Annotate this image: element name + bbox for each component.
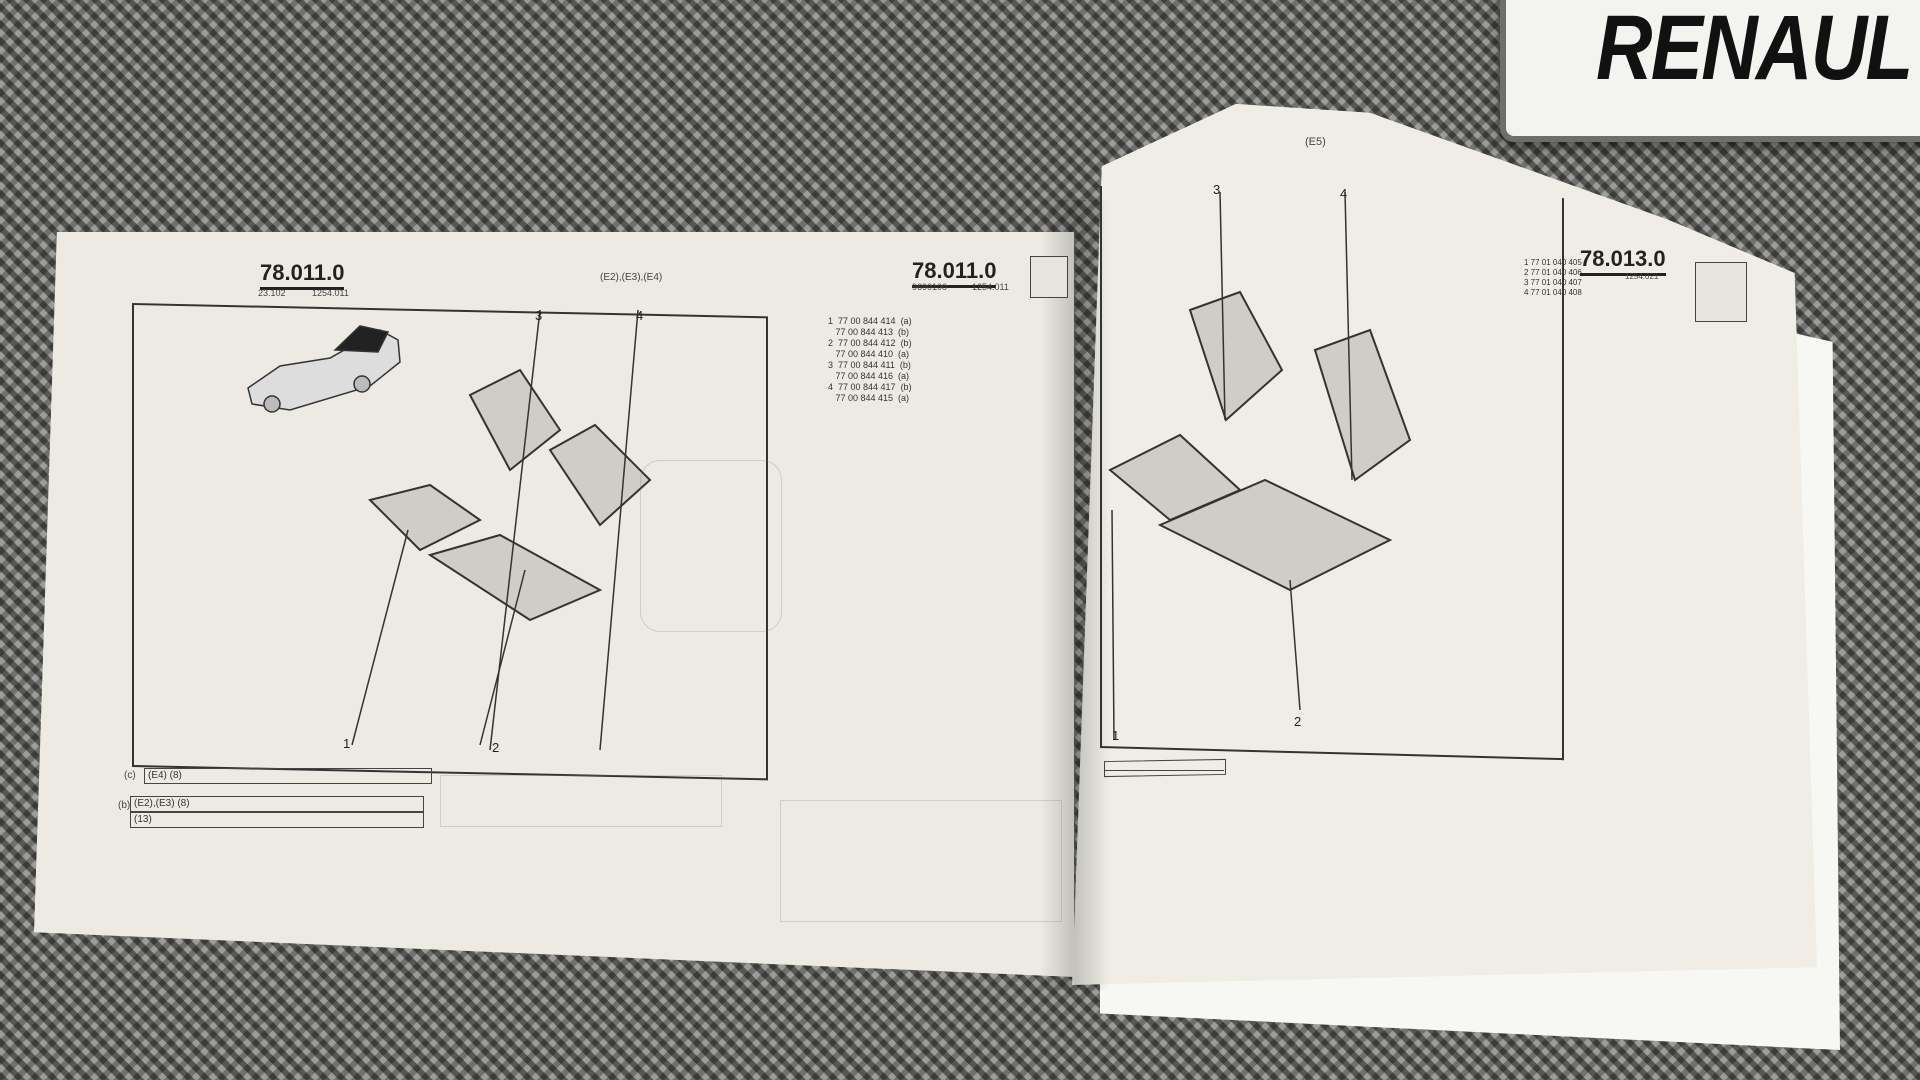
center-sub-ref-b: 1254.011 — [972, 282, 1009, 292]
right-seat-cushion-right — [1157, 478, 1393, 592]
right-callout-4: 4 — [1340, 186, 1348, 201]
right-seat-thumbnail-icon — [1695, 262, 1747, 322]
center-catalog-number: 78.011.0 — [912, 258, 997, 288]
right-part-line: 4 77 01 040 408 — [1524, 288, 1582, 297]
right-page — [1072, 103, 1817, 985]
seat-cushion-left — [368, 483, 482, 552]
ghost-shape — [640, 460, 782, 632]
left-catalog-number: 78.011.0 — [260, 260, 345, 290]
right-part-line: 3 77 01 040 407 — [1524, 278, 1582, 287]
center-part-line: 77 00 844 413 (b) — [828, 327, 910, 337]
center-part-line: 77 00 844 410 (a) — [828, 349, 910, 359]
note-e4: (E4) (8) — [144, 768, 432, 784]
right-part-line: 2 77 01 040 406 — [1524, 268, 1582, 277]
divider — [1104, 770, 1224, 771]
right-catalog-number: 78.013.0 — [1580, 246, 1666, 276]
right-empty-note-box — [1104, 758, 1226, 778]
note-marker-c: (c) — [124, 770, 136, 781]
center-sub-ref-a: 9690100 — [912, 282, 948, 292]
note-marker-b: (b) — [118, 800, 131, 811]
left-callout-4: 4 — [636, 308, 644, 323]
left-seat-drawing — [247, 309, 652, 751]
center-part-line: 77 00 844 416 (a) — [828, 371, 910, 381]
note-13: (13) — [130, 812, 424, 828]
right-seat-drawing — [1108, 191, 1412, 741]
renault-sign: RENAUL — [1500, 0, 1920, 142]
center-part-line: 2 77 00 844 412 (b) — [828, 338, 912, 348]
right-seat-backrest-right — [1313, 328, 1412, 482]
right-variant-header: (E5) — [1305, 136, 1326, 148]
left-variant-header: (E2),(E3),(E4) — [600, 272, 663, 283]
right-callout-2: 2 — [1294, 714, 1302, 729]
ghost-box — [440, 775, 722, 827]
center-part-line: 1 77 00 844 414 (a) — [828, 316, 912, 326]
seat-backrest-left — [468, 368, 562, 472]
center-part-line: 4 77 00 844 417 (b) — [828, 382, 912, 392]
left-sub-ref-b: 1254.011 — [312, 288, 349, 298]
right-callout-1: 1 — [1112, 728, 1120, 743]
center-part-line: 3 77 00 844 411 (b) — [828, 360, 911, 370]
spine-shadow — [1040, 200, 1110, 990]
right-sub-ref-b: 1254.021 — [1625, 272, 1659, 281]
seat-cushion-right — [427, 533, 603, 622]
left-callout-2: 2 — [492, 740, 500, 755]
seat-backrest-right — [548, 423, 652, 527]
right-callout-3: 3 — [1213, 182, 1221, 197]
left-callout-3: 3 — [535, 308, 543, 323]
ghost-box — [780, 800, 1062, 922]
right-part-line: 1 77 01 040 405 — [1524, 258, 1582, 267]
right-seat-backrest-left — [1188, 290, 1284, 422]
seat-thumbnail-icon — [1030, 256, 1068, 298]
left-callout-1: 1 — [343, 736, 351, 751]
car-thumbnail-icon — [247, 325, 401, 413]
sign-text: RENAUL — [1596, 0, 1913, 99]
left-sub-ref-a: 23.102 — [258, 288, 286, 298]
note-e2-e3: (E2),(E3) (8) — [130, 796, 424, 812]
center-part-line: 77 00 844 415 (a) — [828, 393, 910, 403]
